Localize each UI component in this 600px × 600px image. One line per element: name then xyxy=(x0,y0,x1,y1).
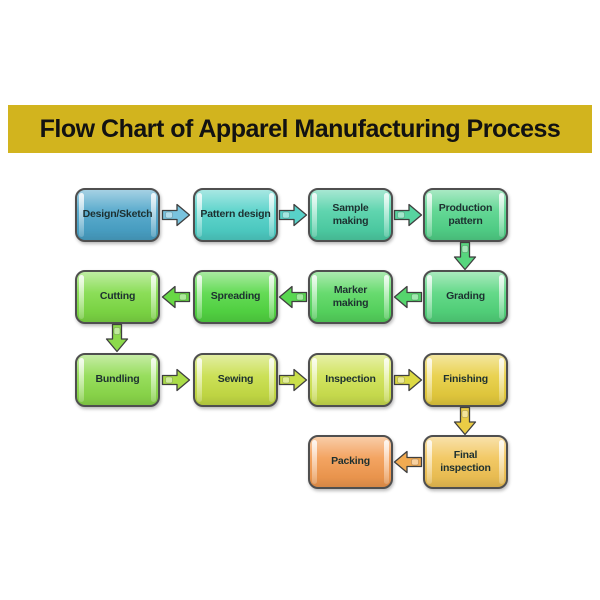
arrow-gloss xyxy=(179,293,187,301)
arrow-body xyxy=(393,203,423,227)
arrow-right-icon xyxy=(161,203,191,227)
arrow-right-icon xyxy=(278,368,308,392)
arrow-gloss xyxy=(411,458,419,466)
page-title: Flow Chart of Apparel Manufacturing Proc… xyxy=(39,114,561,143)
arrow-gloss xyxy=(165,376,173,384)
arrow-gloss xyxy=(411,293,419,301)
node-label: Sample making xyxy=(332,201,369,227)
node-final-inspection: Final inspection xyxy=(423,435,508,489)
arrow-body xyxy=(278,203,308,227)
title-banner: Flow Chart of Apparel Manufacturing Proc… xyxy=(8,105,592,153)
node-label: Production pattern xyxy=(438,201,493,227)
node-label: Bundling xyxy=(95,373,140,386)
arrow-right-icon xyxy=(161,368,191,392)
node-pattern-design: Pattern design xyxy=(193,188,278,242)
arrow-body xyxy=(453,241,477,271)
arrow-down-icon xyxy=(453,241,477,271)
node-inspection: Inspection xyxy=(308,353,393,407)
arrow-left-icon xyxy=(278,285,308,309)
node-sample-making: Sample making xyxy=(308,188,393,242)
arrow-gloss xyxy=(113,327,121,335)
node-production-pattern: Production pattern xyxy=(423,188,508,242)
node-label: Design/Sketch xyxy=(82,208,153,221)
node-packing: Packing xyxy=(308,435,393,489)
arrow-gloss xyxy=(282,211,290,219)
arrow-right-icon xyxy=(278,203,308,227)
node-marker-making: Marker making xyxy=(308,270,393,324)
arrow-gloss xyxy=(397,376,405,384)
arrow-body xyxy=(278,368,308,392)
node-grading: Grading xyxy=(423,270,508,324)
node-label: Sewing xyxy=(217,373,254,386)
arrow-right-icon xyxy=(393,368,423,392)
arrow-body xyxy=(161,368,191,392)
node-label: Packing xyxy=(331,455,370,468)
node-design-sketch: Design/Sketch xyxy=(75,188,160,242)
arrow-body xyxy=(105,323,129,353)
node-label: Final inspection xyxy=(440,448,491,474)
node-bundling: Bundling xyxy=(75,353,160,407)
arrow-down-icon xyxy=(105,323,129,353)
arrow-left-icon xyxy=(393,285,423,309)
arrow-gloss xyxy=(397,211,405,219)
node-label: Finishing xyxy=(443,373,488,386)
node-label: Cutting xyxy=(99,290,136,303)
arrow-down-icon xyxy=(453,406,477,436)
node-spreading: Spreading xyxy=(193,270,278,324)
arrow-gloss xyxy=(165,211,173,219)
arrow-body xyxy=(393,450,423,474)
arrow-body xyxy=(161,285,191,309)
node-label: Inspection xyxy=(325,373,376,386)
arrow-body xyxy=(453,406,477,436)
arrow-gloss xyxy=(461,245,469,253)
arrow-left-icon xyxy=(161,285,191,309)
arrow-right-icon xyxy=(393,203,423,227)
arrow-gloss xyxy=(282,376,290,384)
node-cutting: Cutting xyxy=(75,270,160,324)
arrow-body xyxy=(393,285,423,309)
node-label: Grading xyxy=(446,290,485,303)
arrow-left-icon xyxy=(393,450,423,474)
node-label: Spreading xyxy=(210,290,261,303)
node-label: Marker making xyxy=(332,283,369,309)
arrow-body xyxy=(278,285,308,309)
node-sewing: Sewing xyxy=(193,353,278,407)
node-finishing: Finishing xyxy=(423,353,508,407)
node-label: Pattern design xyxy=(200,208,271,221)
arrow-gloss xyxy=(461,410,469,418)
arrow-body xyxy=(161,203,191,227)
arrow-gloss xyxy=(296,293,304,301)
arrow-body xyxy=(393,368,423,392)
